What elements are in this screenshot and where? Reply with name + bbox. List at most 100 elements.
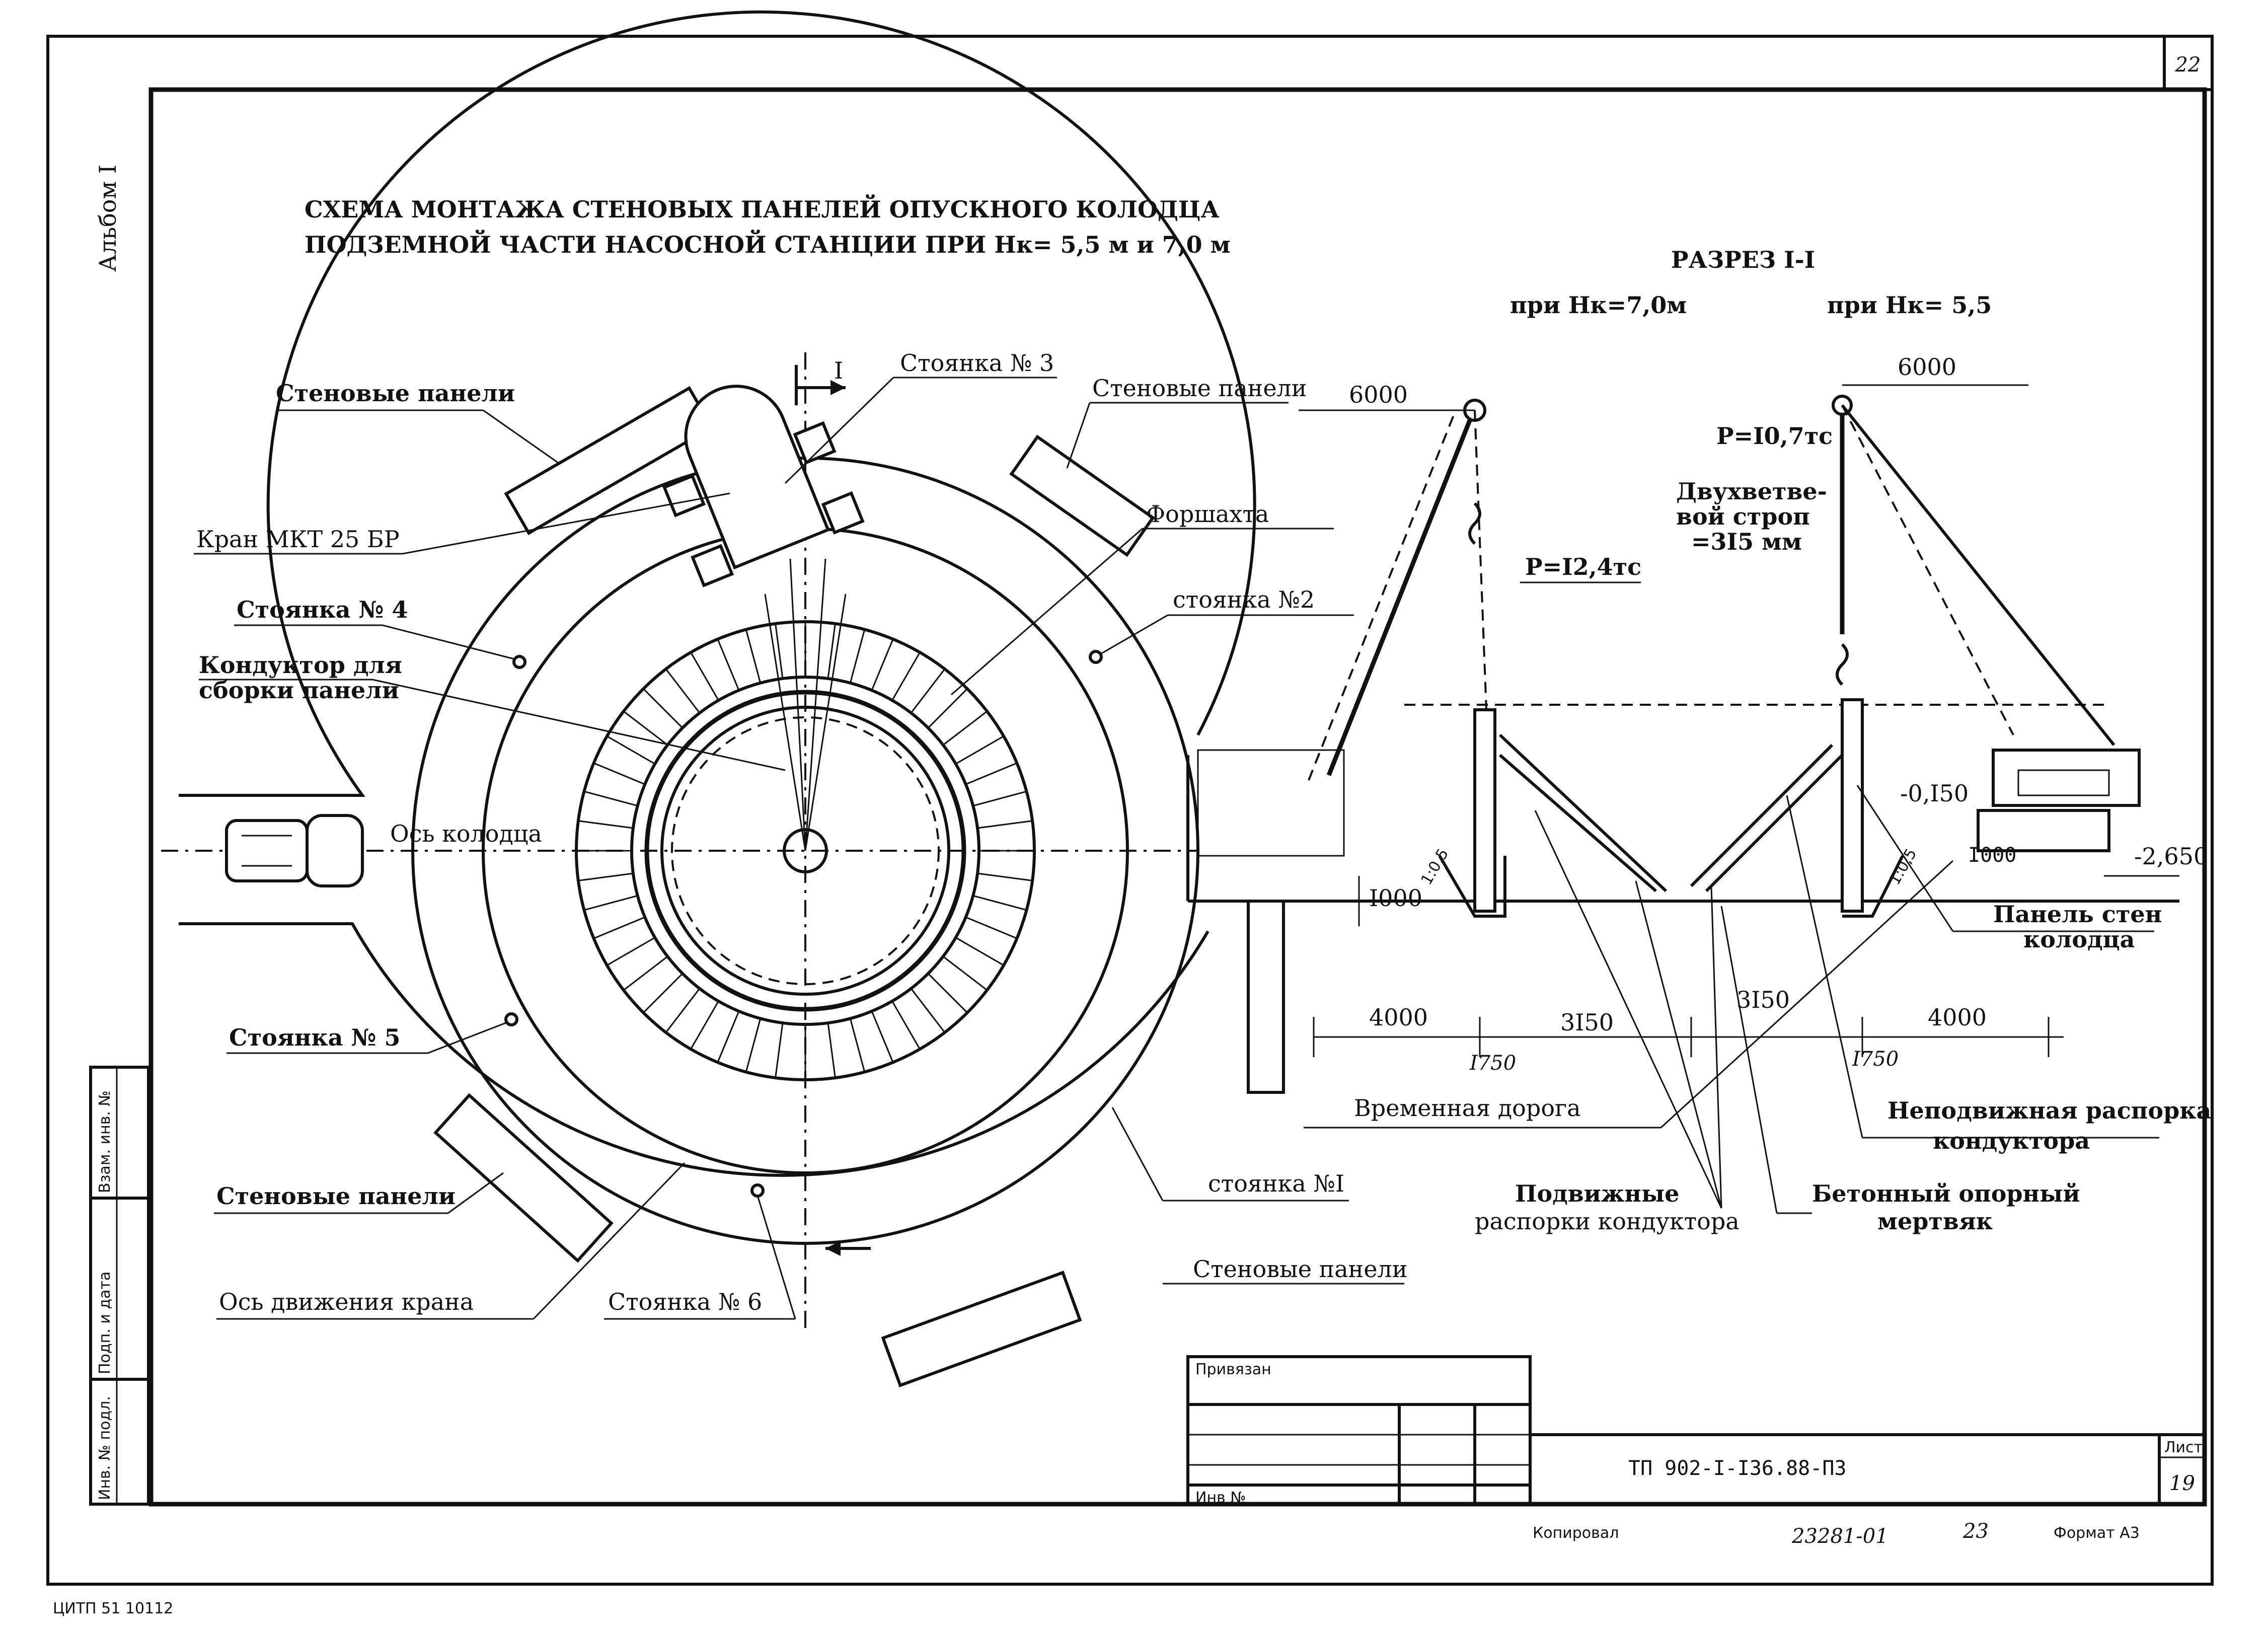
title-line-1: СХЕМА МОНТАЖА СТЕНОВЫХ ПАНЕЛЕЙ ОПУСКНОГО… (305, 194, 1220, 223)
forshakhta-tick (977, 872, 1033, 881)
label-stand-3: Стоянка № 3 (900, 349, 1054, 377)
section-left-case: при Нк=7,0м (1510, 291, 1687, 319)
panel-block-top-right (1009, 434, 1155, 557)
forshakhta-tick (927, 688, 968, 729)
dim-3150-right: 3I50 (1736, 986, 1790, 1013)
title-block-sheet-label: Лист (2164, 1439, 2203, 1456)
forshakhta-tick (775, 1022, 784, 1078)
label-wall-panels-1: Стеновые панели (276, 380, 515, 407)
page-number: 22 (2175, 53, 2201, 77)
section-title: РАЗРЕЗ I-I (1671, 246, 1815, 273)
title-block-format: Формат А3 (2054, 1524, 2140, 1542)
side-stamp-cell-2: Подп. и дата (96, 1272, 114, 1374)
stand-2-marker (1089, 650, 1103, 664)
load-right: Р=I0,7тс (1716, 422, 1833, 450)
label-forshakhta: Форшахта (1146, 500, 1269, 528)
inner-frame (148, 87, 2207, 1507)
forshakhta-tick (972, 790, 1027, 807)
crane-plan (662, 385, 865, 587)
label-stand-4: Стоянка № 4 (237, 596, 408, 623)
label-jig-line-1: Кондуктор для (199, 651, 402, 679)
side-stamp: Взам. инв. № Подп. и дата Инв. № подл. (89, 1066, 150, 1506)
section-mark-label: I (834, 357, 843, 384)
title-block-handwritten-2: 23 (1962, 1520, 1989, 1543)
forshakhta-tick (891, 652, 921, 701)
title-block-inv: Инв № (1195, 1489, 1246, 1507)
level-2: -2,650 (2134, 843, 2208, 870)
level-1: -0,I50 (1900, 780, 1969, 807)
album-label: Альбом I (94, 165, 121, 272)
forshakhta-tick (955, 937, 1004, 966)
forshakhta-tick (942, 955, 988, 991)
panel-block-right (1247, 900, 1285, 1094)
side-stamp-cell-1: Взам. инв. № (96, 1090, 114, 1193)
panel-block-bottom (881, 1271, 1082, 1387)
label-well-axis: Ось колодца (390, 820, 542, 847)
forshakhta-tick (965, 916, 1017, 939)
title-block-sheet-no: 19 (2169, 1472, 2195, 1495)
forshakhta-tick (717, 1011, 740, 1063)
dim-1000-left: I000 (1369, 884, 1422, 912)
forshakhta-tick (927, 973, 968, 1013)
forshakhta-tick (584, 895, 638, 911)
factory-stamp: ЦИТП 51 10112 (53, 1600, 173, 1617)
forshakhta-tick (607, 735, 655, 765)
road-outer-arc-bottom (179, 922, 1209, 1177)
label-crane: Кран МКТ 25 БР (196, 526, 400, 553)
label-movable-line-2: распорки кондуктора (1475, 1208, 1740, 1235)
label-temp-road: Временная дорога (1354, 1094, 1581, 1122)
section-right-case: при Нк= 5,5 (1827, 291, 1992, 319)
dim-3150-left: 3I50 (1560, 1009, 1614, 1036)
forshakhta-tick (690, 1001, 719, 1050)
label-anchor-line-1: Бетонный опорный (1812, 1180, 2080, 1207)
forshakhta-tick (717, 639, 740, 691)
forshakhta-tick (593, 762, 645, 785)
forshakhta-tick (942, 710, 988, 746)
truck-icon (225, 814, 364, 887)
title-block-handwritten: 23281-01 (1791, 1525, 1888, 1548)
forshakhta-tick (972, 895, 1027, 911)
title-block-code: ТП 902-I-I36.88-ПЗ (1628, 1457, 1846, 1480)
forshakhta-tick (578, 820, 634, 829)
dim-4000-left: 4000 (1369, 1004, 1428, 1031)
forshakhta-tick (665, 988, 701, 1033)
label-stand-5: Стоянка № 5 (229, 1024, 401, 1051)
stand-4-marker (512, 655, 526, 669)
forshakhta-tick (910, 988, 946, 1033)
road-outer-arc-top (179, 10, 1256, 797)
title-block-bound: Привязан (1195, 1361, 1271, 1378)
label-stand-1: стоянка №I (1208, 1170, 1344, 1197)
forshakhta-tick (593, 916, 645, 939)
forshakhta-tick (849, 629, 866, 684)
dim-1000-right: I000 (1968, 844, 2016, 867)
forshakhta-tick (955, 735, 1004, 765)
sling-line-2: вой строп (1676, 503, 1810, 530)
label-movable-line-1: Подвижные (1515, 1180, 1679, 1207)
sling-line-1: Двухветве- (1676, 478, 1827, 505)
dim-6000-left: 6000 (1349, 381, 1408, 408)
dim-1750-left: I750 (1469, 1052, 1516, 1075)
page-number-box (2163, 35, 2214, 91)
outer-frame (46, 35, 2214, 1586)
label-wall-panels-4: Стеновые панели (1193, 1255, 1407, 1283)
sling-line-3: =3I5 мм (1691, 528, 1802, 555)
forshakhta-tick (578, 872, 634, 881)
forshakhta-tick (871, 639, 894, 691)
forshakhta-tick (665, 669, 701, 714)
panel-block-bottom-left (433, 1093, 614, 1263)
forshakhta-tick (827, 1022, 836, 1078)
forshakhta-tick (745, 1018, 762, 1072)
dim-4000-right: 4000 (1928, 1004, 1987, 1031)
forshakhta-tick (643, 688, 684, 729)
forshakhta-tick (977, 820, 1033, 829)
title-block-copied: Копировал (1533, 1524, 1619, 1542)
plan-view: I (161, 10, 1285, 1387)
stand-5-marker (504, 1012, 518, 1026)
dim-1750-right: I750 (1852, 1048, 1899, 1071)
forshakhta-tick (623, 710, 668, 746)
label-panel-line-2: колодца (2023, 926, 2135, 953)
forshakhta-tick (584, 790, 638, 807)
label-fixed-brace-line-2: кондуктора (1933, 1127, 2090, 1154)
side-stamp-cell-3: Инв. № подл. (96, 1396, 114, 1500)
